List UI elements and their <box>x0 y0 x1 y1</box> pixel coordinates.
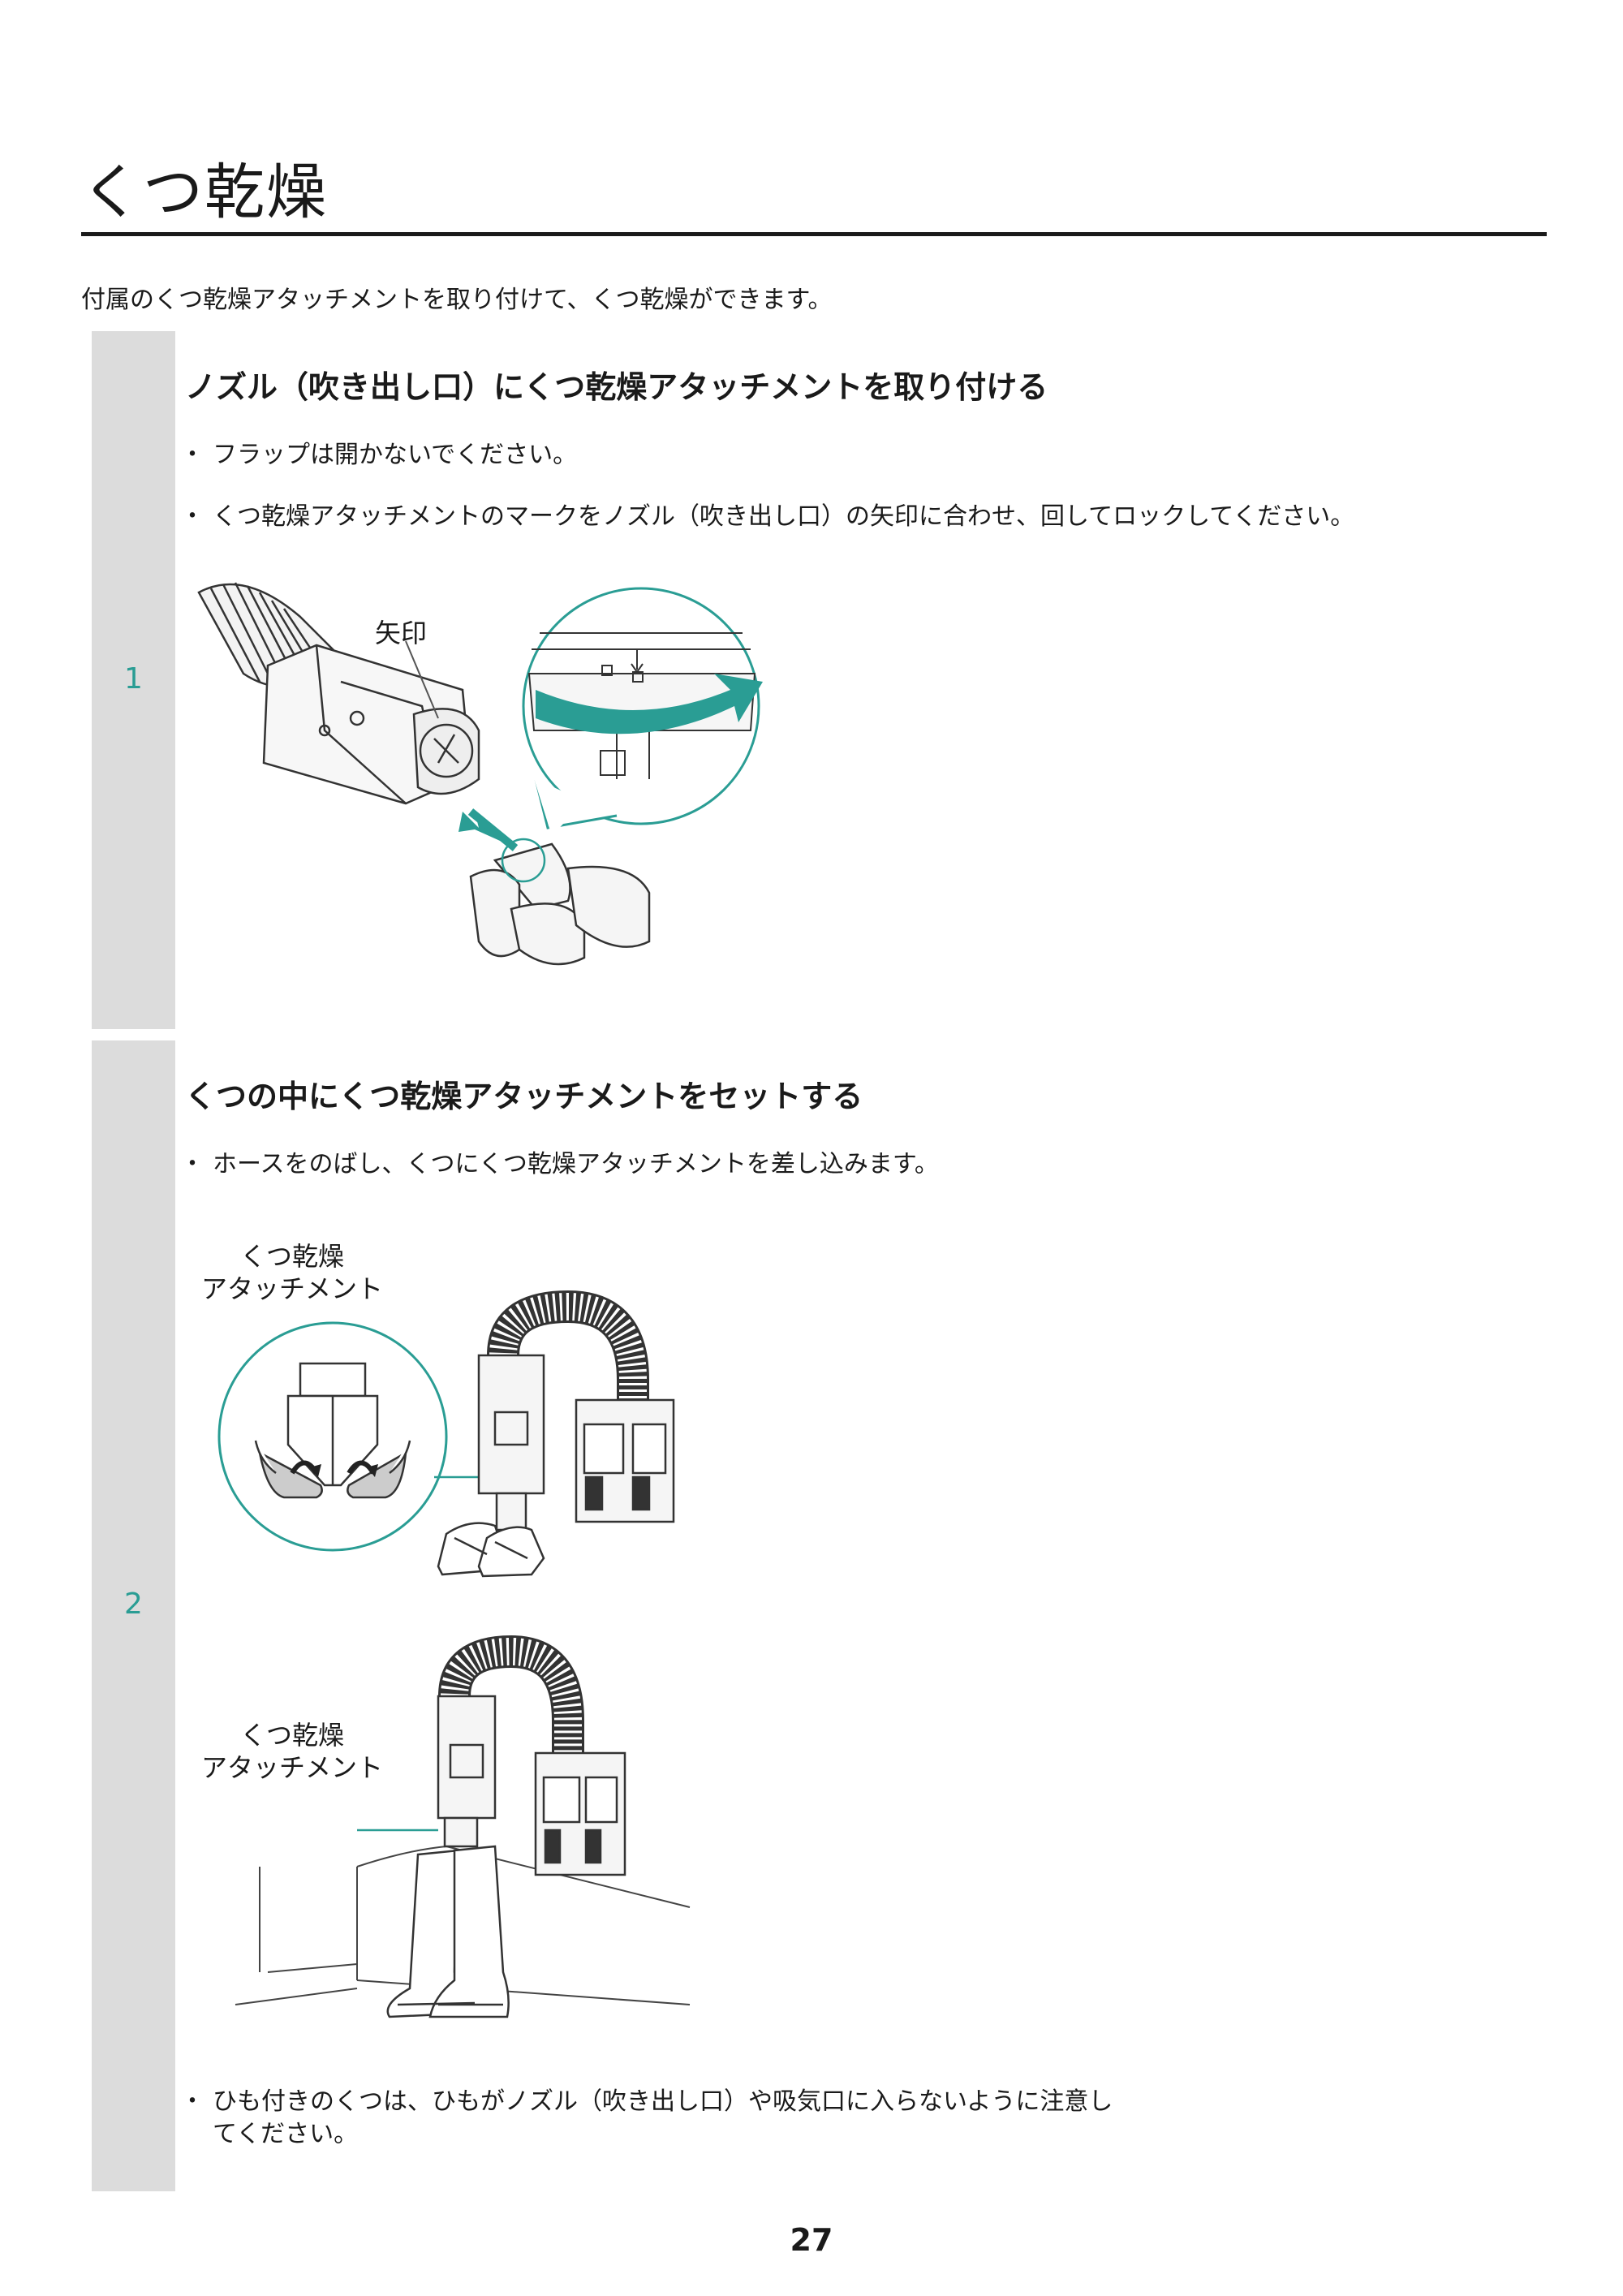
bullet-dot: ・ <box>180 441 204 469</box>
step-2-note: ・ ひも付きのくつは、ひもがノズル（吹き出し口）や吸気口に入らないように注意し … <box>180 2086 1186 2151</box>
bullet-text: フラップは開かないでください。 <box>213 441 578 469</box>
attachment-label-b-line2: アタッチメント <box>200 1752 383 1783</box>
step-1-bullet-2: ・ くつ乾燥アタッチメントのマークをノズル（吹き出し口）の矢印に合わせ、回してロ… <box>180 500 1355 534</box>
lock-icon <box>601 665 613 676</box>
step-1-number: 1 <box>124 662 143 696</box>
step-1-bar <box>92 331 175 1029</box>
intro-text: 付属のくつ乾燥アタッチメントを取り付けて、くつ乾燥ができます。 <box>81 286 833 314</box>
step-1-bullet-1: ・ フラップは開かないでください。 <box>180 438 578 472</box>
step-2-number: 2 <box>124 1587 143 1621</box>
nozzle-attachment-figure <box>197 582 763 966</box>
attachment-label-b: くつ乾燥 アタッチメント <box>195 1719 390 1784</box>
bullet-dot: ・ <box>180 1150 204 1178</box>
page-title: くつ乾燥 <box>81 157 328 227</box>
step-1-heading: ノズル（吹き出し口）にくつ乾燥アタッチメントを取り付ける <box>185 369 1048 405</box>
unlock-icon <box>632 671 644 683</box>
attachment-label-b-line1: くつ乾燥 <box>239 1720 344 1751</box>
note-line-1: ひも付きのくつは、ひもがノズル（吹き出し口）や吸気口に入らないように注意し <box>213 2087 1113 2116</box>
attachment-label-a-line1: くつ乾燥 <box>239 1241 344 1272</box>
page-number: 27 <box>790 2222 833 2258</box>
step-2-heading: くつの中にくつ乾燥アタッチメントをセットする <box>185 1079 863 1114</box>
bullet-dot: ・ <box>180 2087 204 2116</box>
rotate-arrow-icon <box>536 674 763 734</box>
bullet-text: くつ乾燥アタッチメントのマークをノズル（吹き出し口）の矢印に合わせ、回してロック… <box>213 502 1355 531</box>
arrow-label: 矢印 <box>375 618 428 648</box>
bullet-text: ホースをのばし、くつにくつ乾燥アタッチメントを差し込みます。 <box>213 1150 939 1178</box>
title-rule <box>81 232 1547 236</box>
bullet-dot: ・ <box>180 502 204 531</box>
shoe-dryer-figure <box>217 1290 675 1578</box>
attachment-label-a-line2: アタッチメント <box>200 1273 383 1304</box>
note-line-2: てください。 <box>213 2120 359 2148</box>
step-2-bar <box>92 1040 175 2191</box>
step-2-bullet-1: ・ ホースをのばし、くつにくつ乾燥アタッチメントを差し込みます。 <box>180 1148 939 1182</box>
boot-dryer-figure <box>235 1635 691 2018</box>
attachment-label-a: くつ乾燥 アタッチメント <box>195 1240 390 1305</box>
